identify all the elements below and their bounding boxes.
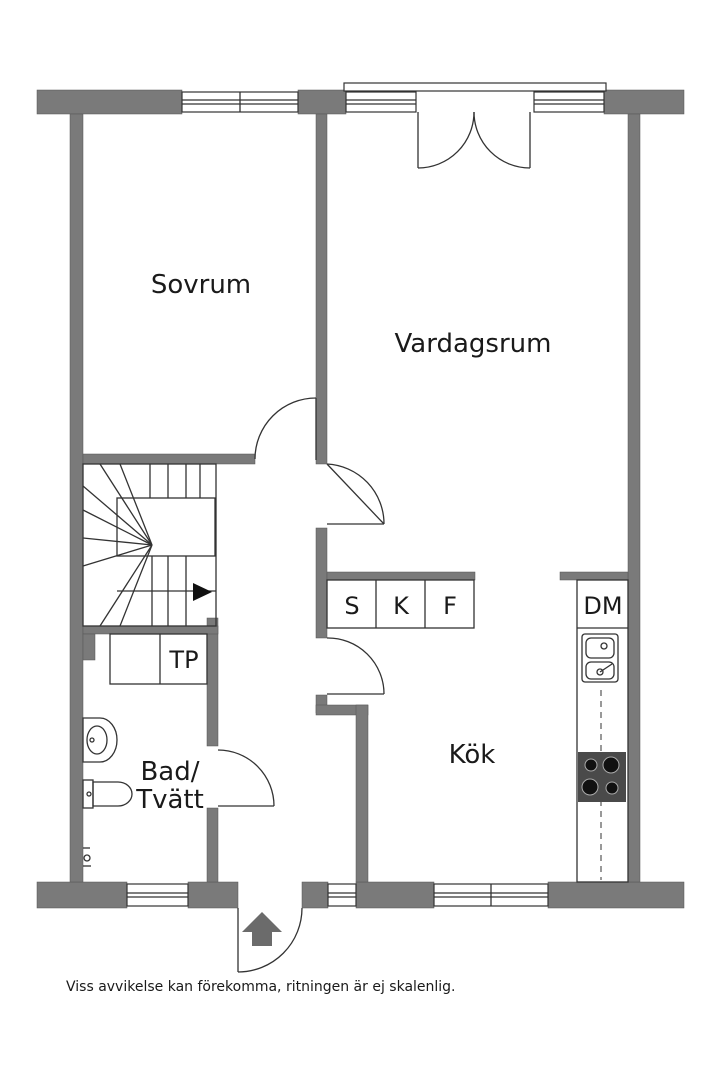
entrance-door	[237, 907, 303, 973]
closets	[109, 579, 475, 685]
stove-icon	[578, 752, 626, 802]
closet-label-tp: TP	[168, 646, 198, 674]
room-label-living: Vardagsrum	[395, 329, 552, 359]
balcony-door	[417, 111, 531, 169]
room-label-bath-line2: Tvätt	[135, 785, 204, 815]
kitchen-counter	[576, 579, 629, 883]
outer-walls	[36, 89, 685, 909]
closet-label-k: K	[393, 592, 410, 620]
staircase	[82, 463, 217, 627]
closet-label-f: F	[443, 592, 457, 620]
window-bath	[126, 883, 189, 907]
room-label-bath-line1: Bad/	[140, 757, 199, 787]
entrance-arrow-icon	[242, 912, 282, 946]
window-kitchen	[433, 883, 549, 907]
sink-icon	[581, 633, 619, 683]
stair-direction-arrow-icon	[193, 583, 212, 601]
kitchen-door	[326, 637, 385, 695]
bathroom-fixtures	[82, 717, 133, 867]
windows	[126, 82, 607, 907]
floor-drain-icon	[83, 847, 91, 867]
doors	[217, 111, 531, 973]
washbasin-icon	[82, 717, 118, 763]
window-living-top	[343, 82, 607, 113]
room-label-kitchen: Kök	[449, 740, 496, 770]
room-label-bedroom: Sovrum	[151, 270, 251, 300]
toilet-icon	[82, 779, 133, 809]
window-hall-small	[327, 883, 357, 907]
closet-label-s: S	[344, 592, 359, 620]
bedroom-door	[254, 397, 317, 460]
disclaimer-note: Viss avvikelse kan förekomma, ritningen …	[66, 979, 456, 995]
dishwasher-label-dm: DM	[583, 592, 622, 620]
window-bedroom	[181, 91, 299, 113]
living-door	[326, 463, 385, 525]
bath-door	[217, 749, 275, 807]
